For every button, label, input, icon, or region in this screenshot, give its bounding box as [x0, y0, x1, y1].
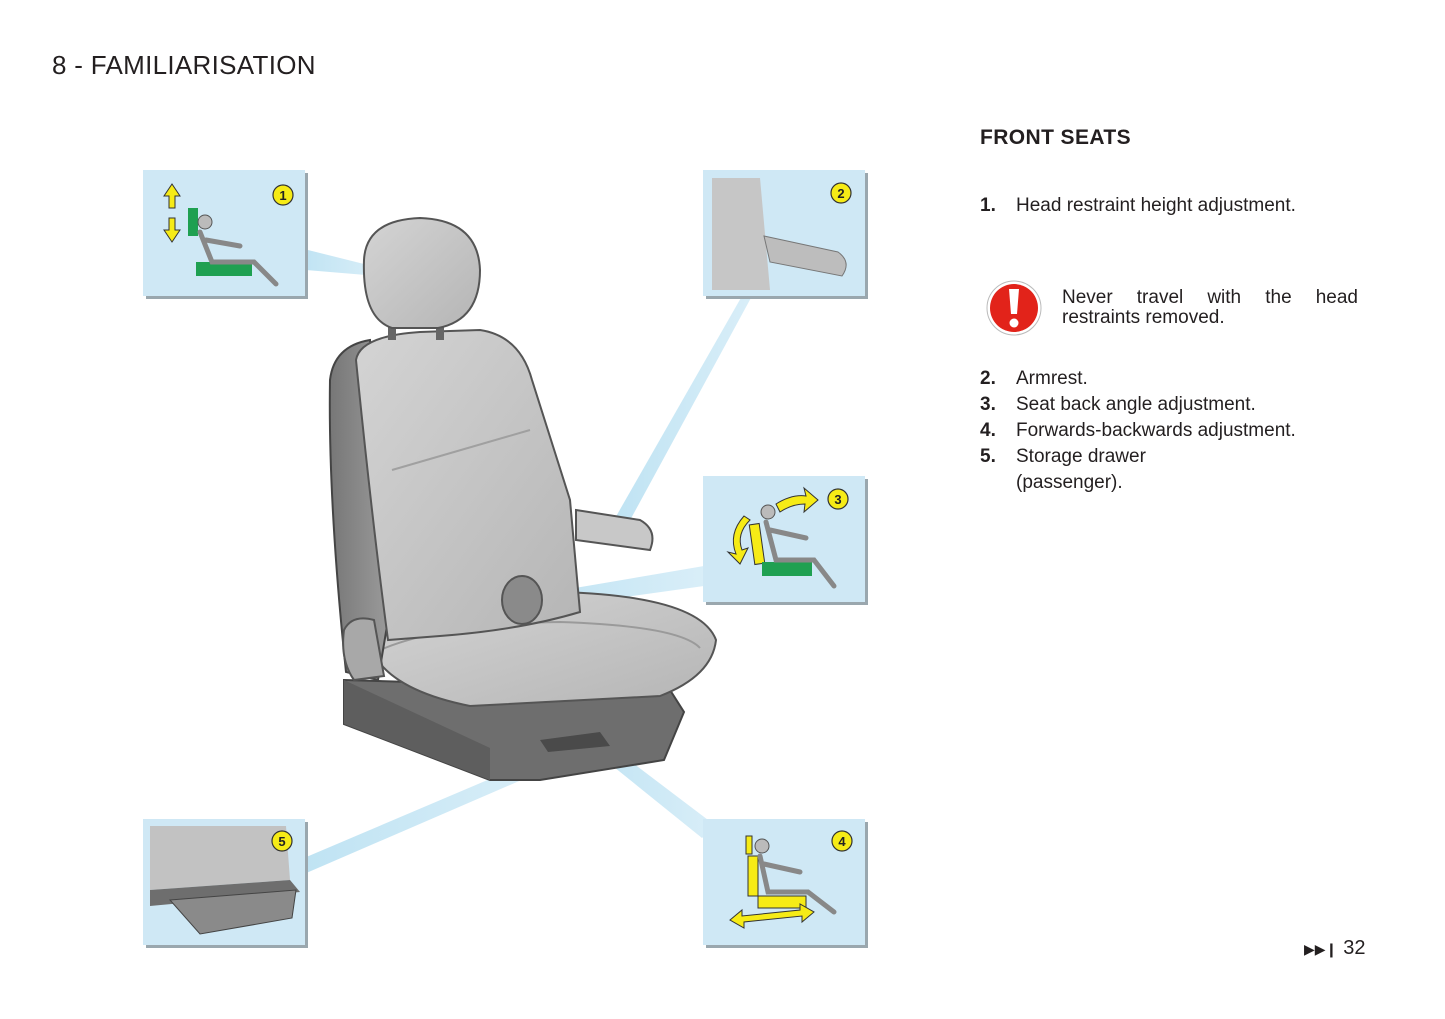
list-item: 3. Seat back angle adjustment. — [980, 392, 1256, 418]
headrest — [362, 216, 482, 329]
list-item: 5. Storage drawer — [980, 444, 1146, 470]
item-text: Armrest. — [1016, 368, 1088, 389]
callout-3-label: 3 — [834, 492, 841, 507]
callout-4-label: 4 — [838, 834, 846, 849]
item-number: 3. — [980, 394, 996, 415]
item-number: 5. — [980, 446, 996, 467]
callout-2-label: 2 — [837, 186, 844, 201]
item-number: 2. — [980, 368, 996, 389]
warning-text: Never travel with the head restraints re… — [1062, 287, 1358, 328]
callout-storage-drawer: 5 — [143, 819, 308, 948]
item-text-continuation: (passenger). — [1016, 472, 1123, 493]
callout-armrest: 2 — [703, 170, 868, 299]
beam-1 — [300, 248, 378, 276]
item-number: 4. — [980, 420, 996, 441]
recline-knob — [501, 575, 543, 625]
item-text: Forwards-backwards adjustment. — [1016, 420, 1296, 441]
exclamation-warning-icon — [986, 280, 1042, 336]
list-item: 2. Armrest. — [980, 366, 1088, 392]
armrest — [575, 508, 654, 552]
item-text: Seat back angle adjustment. — [1016, 394, 1256, 415]
list-item: 1. Head restraint height adjustment. — [980, 193, 1296, 219]
seat-back — [354, 328, 582, 642]
page-number: 32 — [1343, 937, 1366, 959]
callout-seat-back: 3 — [703, 476, 868, 605]
callout-1-label: 1 — [279, 188, 286, 203]
beam-5 — [304, 762, 540, 874]
item-text: Head restraint height adjustment. — [1016, 195, 1296, 216]
callout-forwards-backwards: 4 — [703, 819, 868, 948]
fast-forward-icon[interactable]: ▶▶❙ — [1304, 941, 1338, 957]
list-item: 4. Forwards-backwards adjustment. — [980, 418, 1296, 444]
callout-5-label: 5 — [278, 834, 285, 849]
seat-illustration: 1 2 3 4 — [143, 170, 868, 948]
section-heading: FRONT SEATS — [980, 126, 1132, 149]
page-footer: ▶▶❙ 32 — [1304, 937, 1366, 960]
item-text: Storage drawer — [1016, 446, 1146, 467]
callout-head-restraint: 1 — [143, 170, 308, 299]
beam-2 — [614, 296, 752, 524]
section-title: 8 - FAMILIARISATION — [52, 50, 316, 80]
item-number: 1. — [980, 195, 996, 216]
seat-base — [343, 678, 686, 781]
